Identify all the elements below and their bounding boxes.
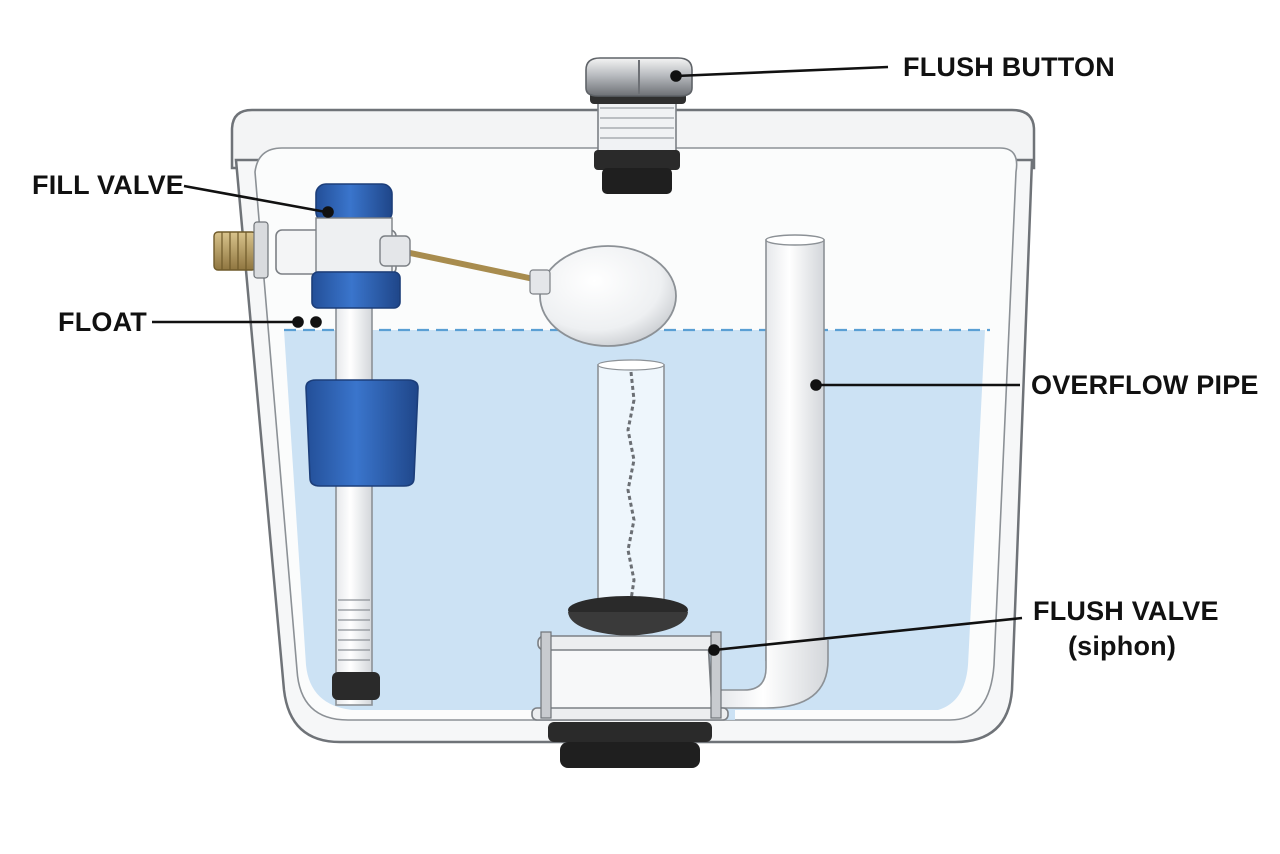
leader-flush-valve xyxy=(713,616,1023,652)
overflow-pipe xyxy=(719,234,829,709)
leader-fill-valve xyxy=(183,184,327,214)
label-fill-valve: FILL VALVE xyxy=(32,170,185,200)
label-overflow-pipe: OVERFLOW PIPE xyxy=(1031,370,1259,400)
label-flush-button: FLUSH BUTTON xyxy=(903,52,1115,82)
flush-valve-assembly xyxy=(531,359,729,768)
fill-valve-assembly xyxy=(213,183,419,706)
flush-button-assembly xyxy=(585,57,693,194)
leader-flush-button xyxy=(675,65,889,78)
label-flush-valve-group: FLUSH VALVE (siphon) xyxy=(1033,594,1219,663)
label-flush-valve-sub: (siphon) xyxy=(1067,630,1177,661)
label-flush-valve: FLUSH VALVE xyxy=(1033,596,1219,626)
leader-lines xyxy=(152,65,1023,656)
label-float: FLOAT xyxy=(58,307,147,337)
float-assembly xyxy=(379,235,677,347)
